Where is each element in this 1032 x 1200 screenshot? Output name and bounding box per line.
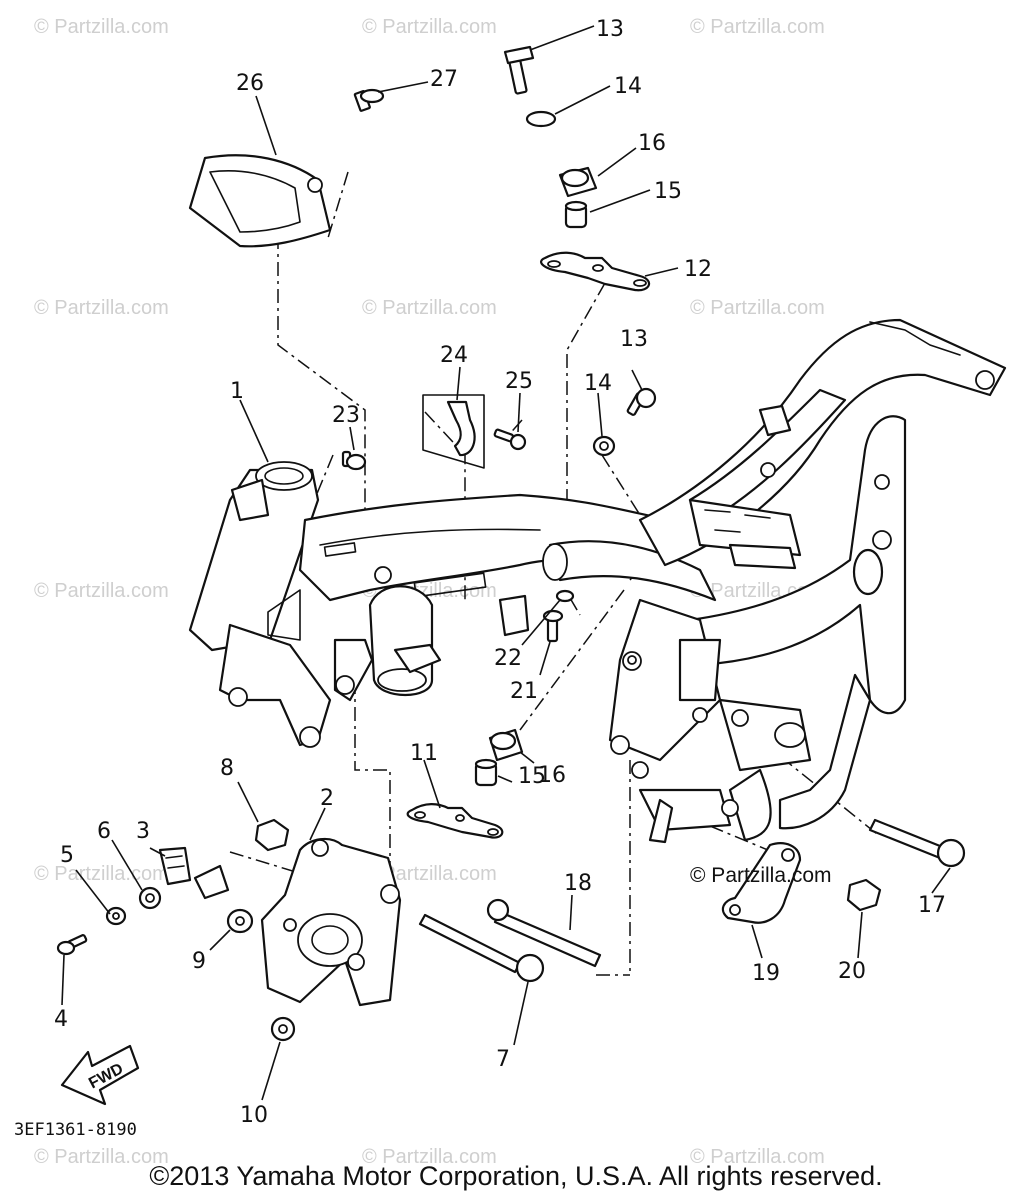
callout-label: 4 bbox=[54, 1007, 68, 1032]
callout-labels: 1 2 3 4 5 6 7 8 9 10 11 12 13 13 14 14 1… bbox=[54, 17, 946, 1128]
callout-label: 24 bbox=[440, 343, 468, 368]
part-9-collar bbox=[226, 908, 254, 934]
part-15-collar-low bbox=[474, 758, 498, 787]
callout-label: 18 bbox=[564, 871, 592, 896]
part-17-long-bolt bbox=[868, 818, 966, 868]
part-8-nut bbox=[254, 818, 290, 852]
callout-label: 8 bbox=[220, 756, 234, 781]
watermark-layer: © Partzilla.com © Partzilla.com © Partzi… bbox=[34, 16, 825, 1168]
part-19-plate bbox=[721, 842, 802, 924]
part-13-bolt-top bbox=[503, 45, 535, 95]
callout-label: 25 bbox=[505, 369, 533, 394]
watermark: © Partzilla.com bbox=[34, 863, 169, 885]
callout-label: 3 bbox=[136, 819, 150, 844]
callout-label: 9 bbox=[192, 949, 206, 974]
watermark: © Partzilla.com bbox=[362, 16, 497, 38]
watermark: © Partzilla.com bbox=[362, 863, 497, 885]
callout-label: 22 bbox=[494, 646, 522, 671]
watermark: © Partzilla.com bbox=[34, 580, 169, 602]
part-10-collar bbox=[270, 1016, 296, 1042]
callout-label: 17 bbox=[918, 893, 946, 918]
part-16-damper-top bbox=[558, 166, 598, 198]
watermark: © Partzilla.com bbox=[34, 297, 169, 319]
callout-label: 14 bbox=[614, 74, 642, 99]
callout-label: 23 bbox=[332, 403, 360, 428]
part-7-long-bolt bbox=[418, 913, 545, 983]
callout-label: 11 bbox=[410, 741, 438, 766]
part-14-washer-mid bbox=[592, 435, 616, 457]
callout-label: 15 bbox=[518, 764, 546, 789]
part-5-washer bbox=[105, 906, 127, 926]
part-4-bolt bbox=[56, 934, 88, 956]
callout-label: 5 bbox=[60, 843, 74, 868]
callout-label: 13 bbox=[620, 327, 648, 352]
diagram-code: 3EF1361-8190 bbox=[14, 1120, 137, 1140]
watermark: © Partzilla.com bbox=[34, 1146, 169, 1168]
part-23-bolt bbox=[341, 450, 367, 471]
part-25-screw bbox=[493, 428, 527, 451]
part-15-collar-top bbox=[564, 200, 588, 229]
part-12-bracket bbox=[539, 251, 651, 292]
watermark: © Partzilla.com bbox=[362, 297, 497, 319]
callout-label: 19 bbox=[752, 961, 780, 986]
part-3-clamp bbox=[158, 846, 192, 886]
part-11-bracket bbox=[406, 803, 504, 839]
part-2-engine-bracket bbox=[193, 837, 402, 1007]
callout-label: 26 bbox=[236, 71, 264, 96]
watermark: © Partzilla.com bbox=[690, 16, 825, 38]
watermark: © Partzilla.com bbox=[362, 1146, 497, 1168]
part-16-damper-low bbox=[488, 728, 524, 762]
part-24-clamp bbox=[422, 394, 485, 469]
callout-label: 12 bbox=[684, 257, 712, 282]
callout-label: 13 bbox=[596, 17, 624, 42]
callout-label: 1 bbox=[230, 379, 244, 404]
part-22-washer bbox=[555, 589, 575, 603]
part-27-bolt bbox=[353, 88, 385, 112]
fwd-arrow: FWD bbox=[60, 1044, 140, 1106]
callout-label: 20 bbox=[838, 959, 866, 984]
callout-label: 7 bbox=[496, 1047, 510, 1072]
watermark: © Partzilla.com bbox=[690, 297, 825, 319]
part-26-cover bbox=[188, 154, 332, 248]
part-6-collar bbox=[138, 886, 162, 910]
leader-lines bbox=[61, 25, 951, 1101]
watermark: © Partzilla.com bbox=[34, 16, 169, 38]
callout-label: 15 bbox=[654, 179, 682, 204]
callout-label: 14 bbox=[584, 371, 612, 396]
rear-subframe bbox=[608, 318, 1007, 844]
callout-label: 2 bbox=[320, 786, 334, 811]
part-13-bolt-mid bbox=[626, 387, 657, 416]
callout-label: 16 bbox=[638, 131, 666, 156]
callout-label: 6 bbox=[97, 819, 111, 844]
part-14-washer-top bbox=[525, 110, 557, 128]
callout-label: 10 bbox=[240, 1103, 268, 1128]
part-18-long-bolt bbox=[486, 898, 602, 968]
callout-label: 16 bbox=[538, 763, 566, 788]
part-20-nut bbox=[846, 878, 882, 912]
callout-label: 27 bbox=[430, 67, 458, 92]
inline-watermark: © Partzilla.com bbox=[690, 864, 832, 887]
main-frame bbox=[188, 461, 717, 748]
watermark: © Partzilla.com bbox=[690, 1146, 825, 1168]
copyright-footer: ©2013 Yamaha Motor Corporation, U.S.A. A… bbox=[149, 1161, 882, 1191]
callout-label: 21 bbox=[510, 679, 538, 704]
